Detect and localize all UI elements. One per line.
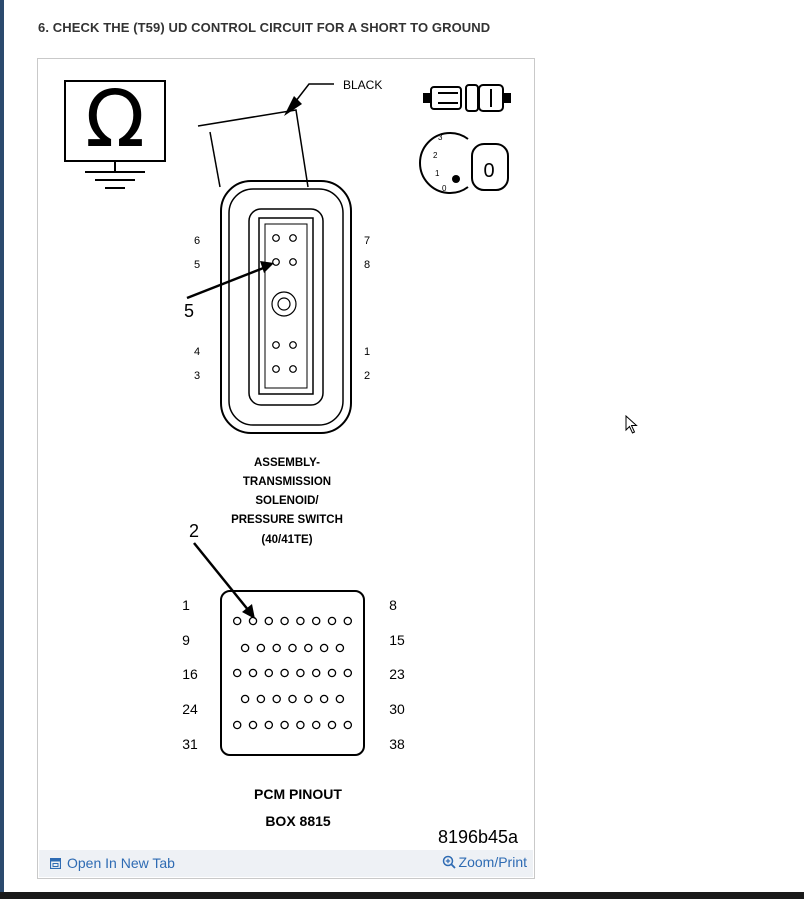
pcm-pin	[232, 720, 242, 730]
pcm-pin	[296, 720, 305, 730]
pcm-pin	[264, 720, 274, 730]
pcm-pin	[319, 643, 329, 653]
pcm-pin-30-label: 30	[389, 701, 405, 717]
pcm-pin	[327, 668, 337, 678]
connector-caption-line-2: TRANSMISSION	[243, 476, 331, 488]
pcm-pin	[296, 668, 305, 678]
pcm-pin	[296, 616, 305, 626]
ignition-key-off-icon: 3 2 1 0 0	[419, 132, 509, 194]
figure-id: 8196b45a	[438, 827, 519, 847]
connector-caption-line-5: (40/41TE)	[261, 534, 312, 546]
callout-5: 5	[184, 301, 194, 321]
pcm-pin	[256, 694, 266, 704]
open-in-new-tab-link[interactable]: Open In New Tab	[50, 855, 175, 871]
ohmmeter-ground-icon: Ω	[64, 75, 166, 189]
connector-pin-3-label: 3	[194, 370, 200, 382]
pcm-pin	[343, 720, 353, 730]
pcm-pin	[311, 668, 321, 678]
connector-caption-line-3: SOLENOID/	[255, 495, 319, 507]
pcm-pin	[319, 694, 329, 704]
solenoid-connector	[197, 109, 352, 434]
pcm-pin	[280, 720, 289, 730]
key-position-2: 2	[433, 151, 438, 160]
pcm-pin	[248, 616, 258, 626]
pcm-pin	[280, 668, 289, 678]
pcm-pin-15-label: 15	[389, 632, 405, 648]
pcm-pin	[264, 668, 274, 678]
connector-pin-6-label: 6	[194, 235, 200, 247]
pin-5-arrow	[186, 261, 274, 300]
pcm-pin-16-label: 16	[182, 666, 198, 682]
window-left-edge	[0, 0, 4, 899]
pcm-pin	[311, 720, 321, 730]
connector-pin-2-label: 2	[364, 370, 370, 382]
pcm-pin-1-label: 1	[182, 597, 190, 613]
pcm-pin	[272, 694, 281, 704]
pcm-row-labels-left: 1 9 16 24 31	[182, 597, 198, 752]
pcm-pin	[311, 616, 321, 626]
pcm-pin	[327, 616, 337, 626]
connector-pin-8-label: 8	[364, 259, 370, 271]
pcm-pin	[335, 694, 345, 704]
connector-pin-7-label: 7	[364, 235, 370, 247]
pcm-pin-38-label: 38	[389, 736, 405, 752]
pcm-connector	[220, 590, 365, 756]
connector-pin-5-label: 5	[194, 259, 200, 271]
disconnected-connector-icon	[423, 84, 511, 112]
pcm-pin	[335, 643, 345, 653]
pcm-pin	[248, 720, 258, 730]
pcm-pin-8-label: 8	[389, 597, 397, 613]
pcm-pin-23-label: 23	[389, 666, 405, 682]
key-position-0: 0	[442, 184, 447, 193]
pcm-caption-line-2: BOX 8815	[265, 813, 331, 829]
pcm-pin	[304, 643, 313, 653]
pin-2-arrow	[193, 542, 255, 619]
pcm-pin	[232, 668, 242, 678]
pcm-pin	[327, 720, 337, 730]
pcm-pin-24-label: 24	[182, 701, 198, 717]
figure-footer: Open In New Tab Zoom/Print	[39, 850, 533, 877]
callout-2: 2	[189, 521, 199, 541]
window-bottom-edge	[0, 892, 804, 899]
pcm-pin	[272, 643, 281, 653]
pcm-pin	[240, 694, 250, 704]
pcm-pin-31-label: 31	[182, 736, 198, 752]
pcm-pin	[343, 616, 353, 626]
step-title: 6. CHECK THE (T59) UD CONTROL CIRCUIT FO…	[38, 20, 491, 35]
zoom-print-label: Zoom/Print	[458, 854, 527, 870]
pcm-row-labels-right: 8 15 23 30 38	[389, 597, 405, 752]
key-position-1: 1	[435, 169, 440, 178]
open-in-new-tab-label: Open In New Tab	[67, 855, 175, 871]
black-wire-label: BLACK	[343, 78, 382, 92]
key-off-label: 0	[483, 160, 494, 182]
pcm-pin	[304, 694, 313, 704]
figure-container: Ω BLACK 3 2	[37, 58, 535, 879]
pcm-pin	[280, 616, 289, 626]
pcm-pin	[240, 643, 250, 653]
pcm-pin	[343, 668, 353, 678]
connector-caption-line-1: ASSEMBLY-	[254, 457, 320, 469]
pcm-pin	[288, 643, 297, 653]
connector-caption-line-4: PRESSURE SWITCH	[231, 514, 343, 526]
pcm-caption-line-1: PCM PINOUT	[254, 786, 342, 802]
pcm-pin	[264, 616, 274, 626]
pcm-pin	[288, 694, 297, 704]
pcm-pin	[256, 643, 266, 653]
zoom-print-link[interactable]: Zoom/Print	[442, 854, 527, 870]
connector-pin-1-label: 1	[364, 346, 370, 358]
connector-pin-4-label: 4	[194, 346, 200, 358]
pcm-pin	[232, 616, 242, 626]
new-tab-icon	[50, 857, 61, 869]
mouse-pointer-icon	[625, 415, 638, 434]
pcm-pin	[248, 668, 258, 678]
zoom-in-icon	[442, 855, 456, 869]
svg-text:Ω: Ω	[85, 75, 145, 165]
key-position-3: 3	[438, 133, 443, 142]
pcm-pin-9-label: 9	[182, 632, 190, 648]
wiring-diagram: Ω BLACK 3 2	[64, 75, 519, 847]
